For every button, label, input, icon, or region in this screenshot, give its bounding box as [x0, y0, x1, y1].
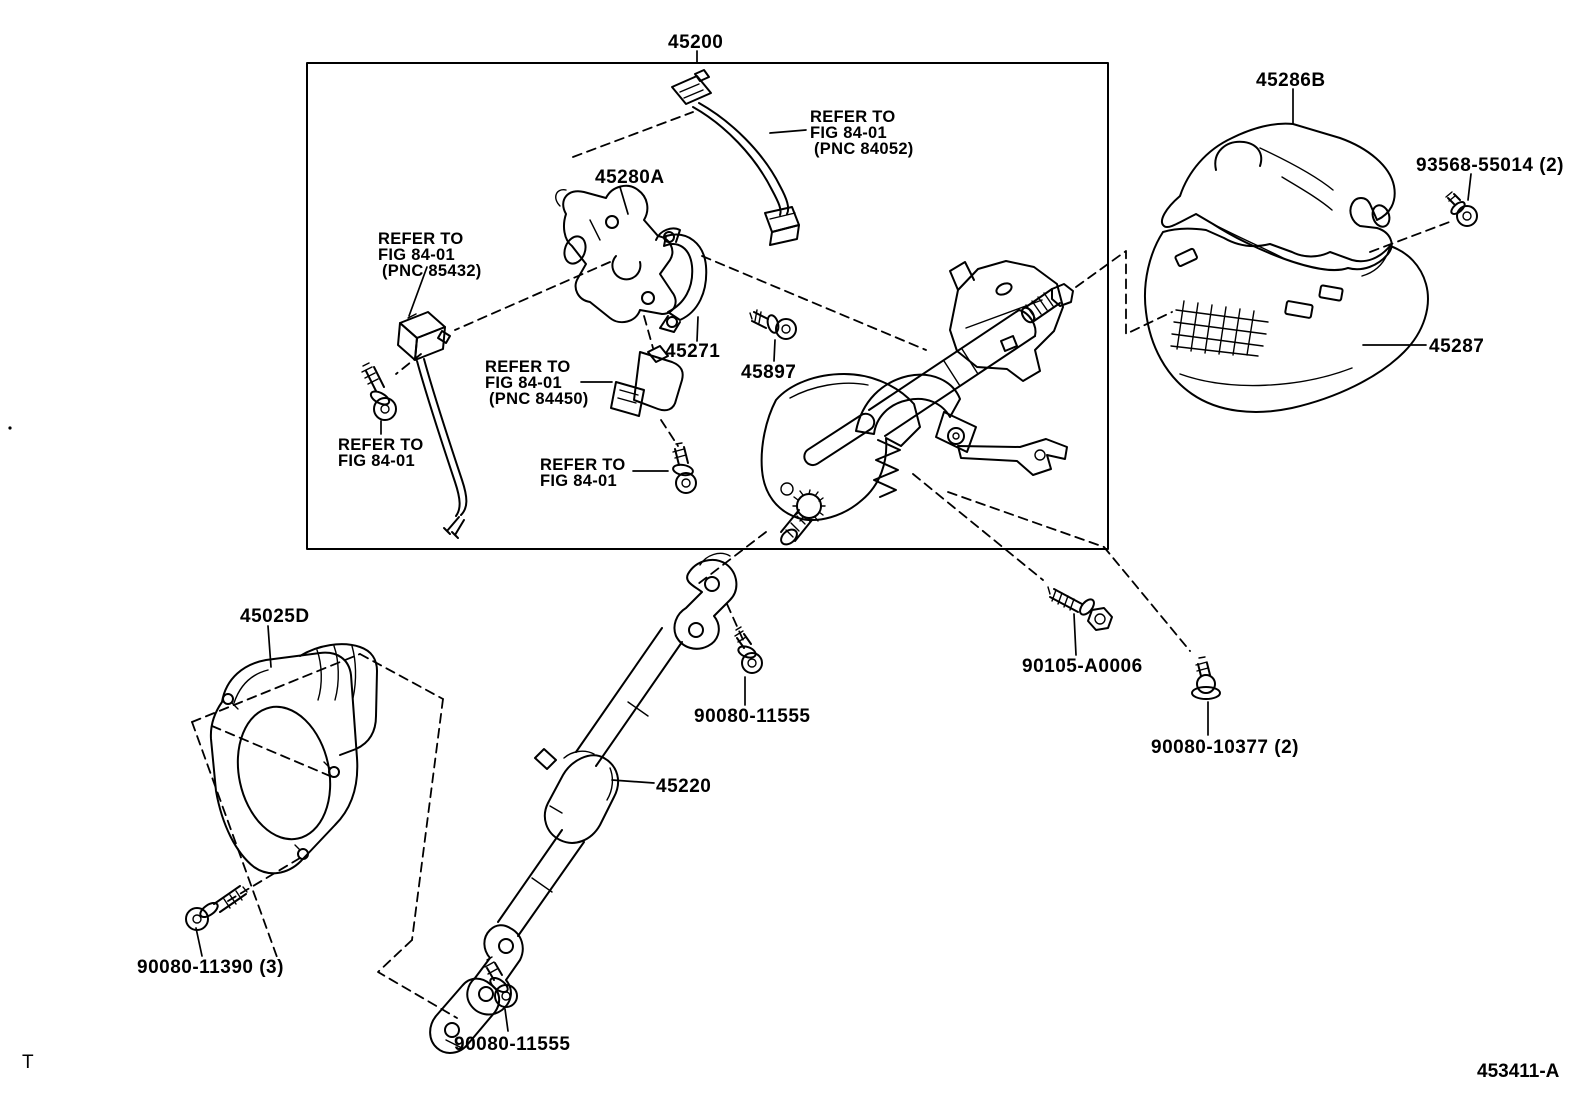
screw-90080-10377-artwork [1191, 656, 1221, 700]
refer-note-middle-line-0: REFER TO [540, 456, 626, 474]
refer-note-84052-line-0: REFER TO [810, 108, 896, 126]
lower-column-cover-artwork [1143, 227, 1429, 413]
refer-note-84450-line-0: REFER TO [485, 358, 571, 376]
part-label-90080-11555-upper: 90080-11555 [694, 706, 810, 727]
connector-85432-artwork [397, 311, 468, 539]
footer-page-code: T [22, 1052, 34, 1073]
refer-note-85432-line-0: REFER TO [378, 230, 464, 248]
refer-note-84052-line-2: (PNC 84052) [814, 140, 914, 158]
wire-harness-artwork [671, 69, 800, 246]
stray-dot [8, 426, 12, 430]
screw-45897-artwork [749, 309, 797, 340]
refer-note-84450-line-2: (PNC 84450) [489, 390, 589, 408]
part-label-93568-55014: 93568-55014 (2) [1416, 155, 1564, 176]
intermediate-shaft-artwork [429, 552, 738, 1054]
footer-drawing-number: 453411-A [1477, 1061, 1560, 1082]
assembly-boundary-box [306, 62, 1109, 550]
refer-note-85432-line-1: FIG 84-01 [378, 246, 455, 264]
part-label-90105-a0006: 90105-A0006 [1022, 656, 1143, 677]
leader-lines [195, 50, 1472, 1032]
refer-note-left-line-0: REFER TO [338, 436, 424, 454]
refer-notes: REFER TO FIG 84-01 (PNC 84052) REFER TO … [338, 108, 914, 490]
steering-column-artwork [760, 260, 1074, 546]
column-bracket-artwork [555, 184, 677, 324]
part-label-45897: 45897 [741, 362, 796, 383]
refer-note-84052-line-1: FIG 84-01 [810, 124, 887, 142]
part-label-90080-11555-lower: 90080-11555 [454, 1034, 570, 1055]
part-label-90080-11390: 90080-11390 (3) [137, 957, 284, 978]
part-label-45200: 45200 [668, 32, 723, 53]
refer-note-left-line-1: FIG 84-01 [338, 452, 415, 470]
dashed-assembly-lines [191, 111, 1453, 1019]
part-label-45286b: 45286B [1256, 70, 1326, 91]
screw-90080-11555-upper-artwork [734, 626, 763, 674]
screw-93568-55014-artwork [1445, 191, 1478, 227]
part-number-labels: 45200 45286B 93568-55014 (2) 45287 45280… [137, 32, 1564, 1055]
part-label-45280a: 45280A [595, 167, 665, 188]
screw-90080-11390-artwork [185, 885, 248, 931]
part-label-45220: 45220 [656, 776, 711, 797]
part-label-45025d: 45025D [240, 606, 310, 627]
screw-refer-left-artwork [361, 362, 397, 421]
hole-cover-artwork [209, 643, 378, 875]
part-label-45287: 45287 [1429, 336, 1484, 357]
screw-refer-middle-artwork [672, 442, 697, 494]
clamp-artwork [655, 227, 708, 333]
refer-note-84450-line-1: FIG 84-01 [485, 374, 562, 392]
bolt-90105-a0006-artwork [1047, 586, 1113, 631]
refer-note-85432-line-2: (PNC 85432) [382, 262, 482, 280]
upper-column-cover-artwork [1161, 122, 1396, 271]
refer-note-middle-line-1: FIG 84-01 [540, 472, 617, 490]
part-label-45271: 45271 [665, 341, 720, 362]
connector-84450-artwork [610, 345, 684, 417]
part-label-90080-10377: 90080-10377 (2) [1151, 737, 1299, 758]
